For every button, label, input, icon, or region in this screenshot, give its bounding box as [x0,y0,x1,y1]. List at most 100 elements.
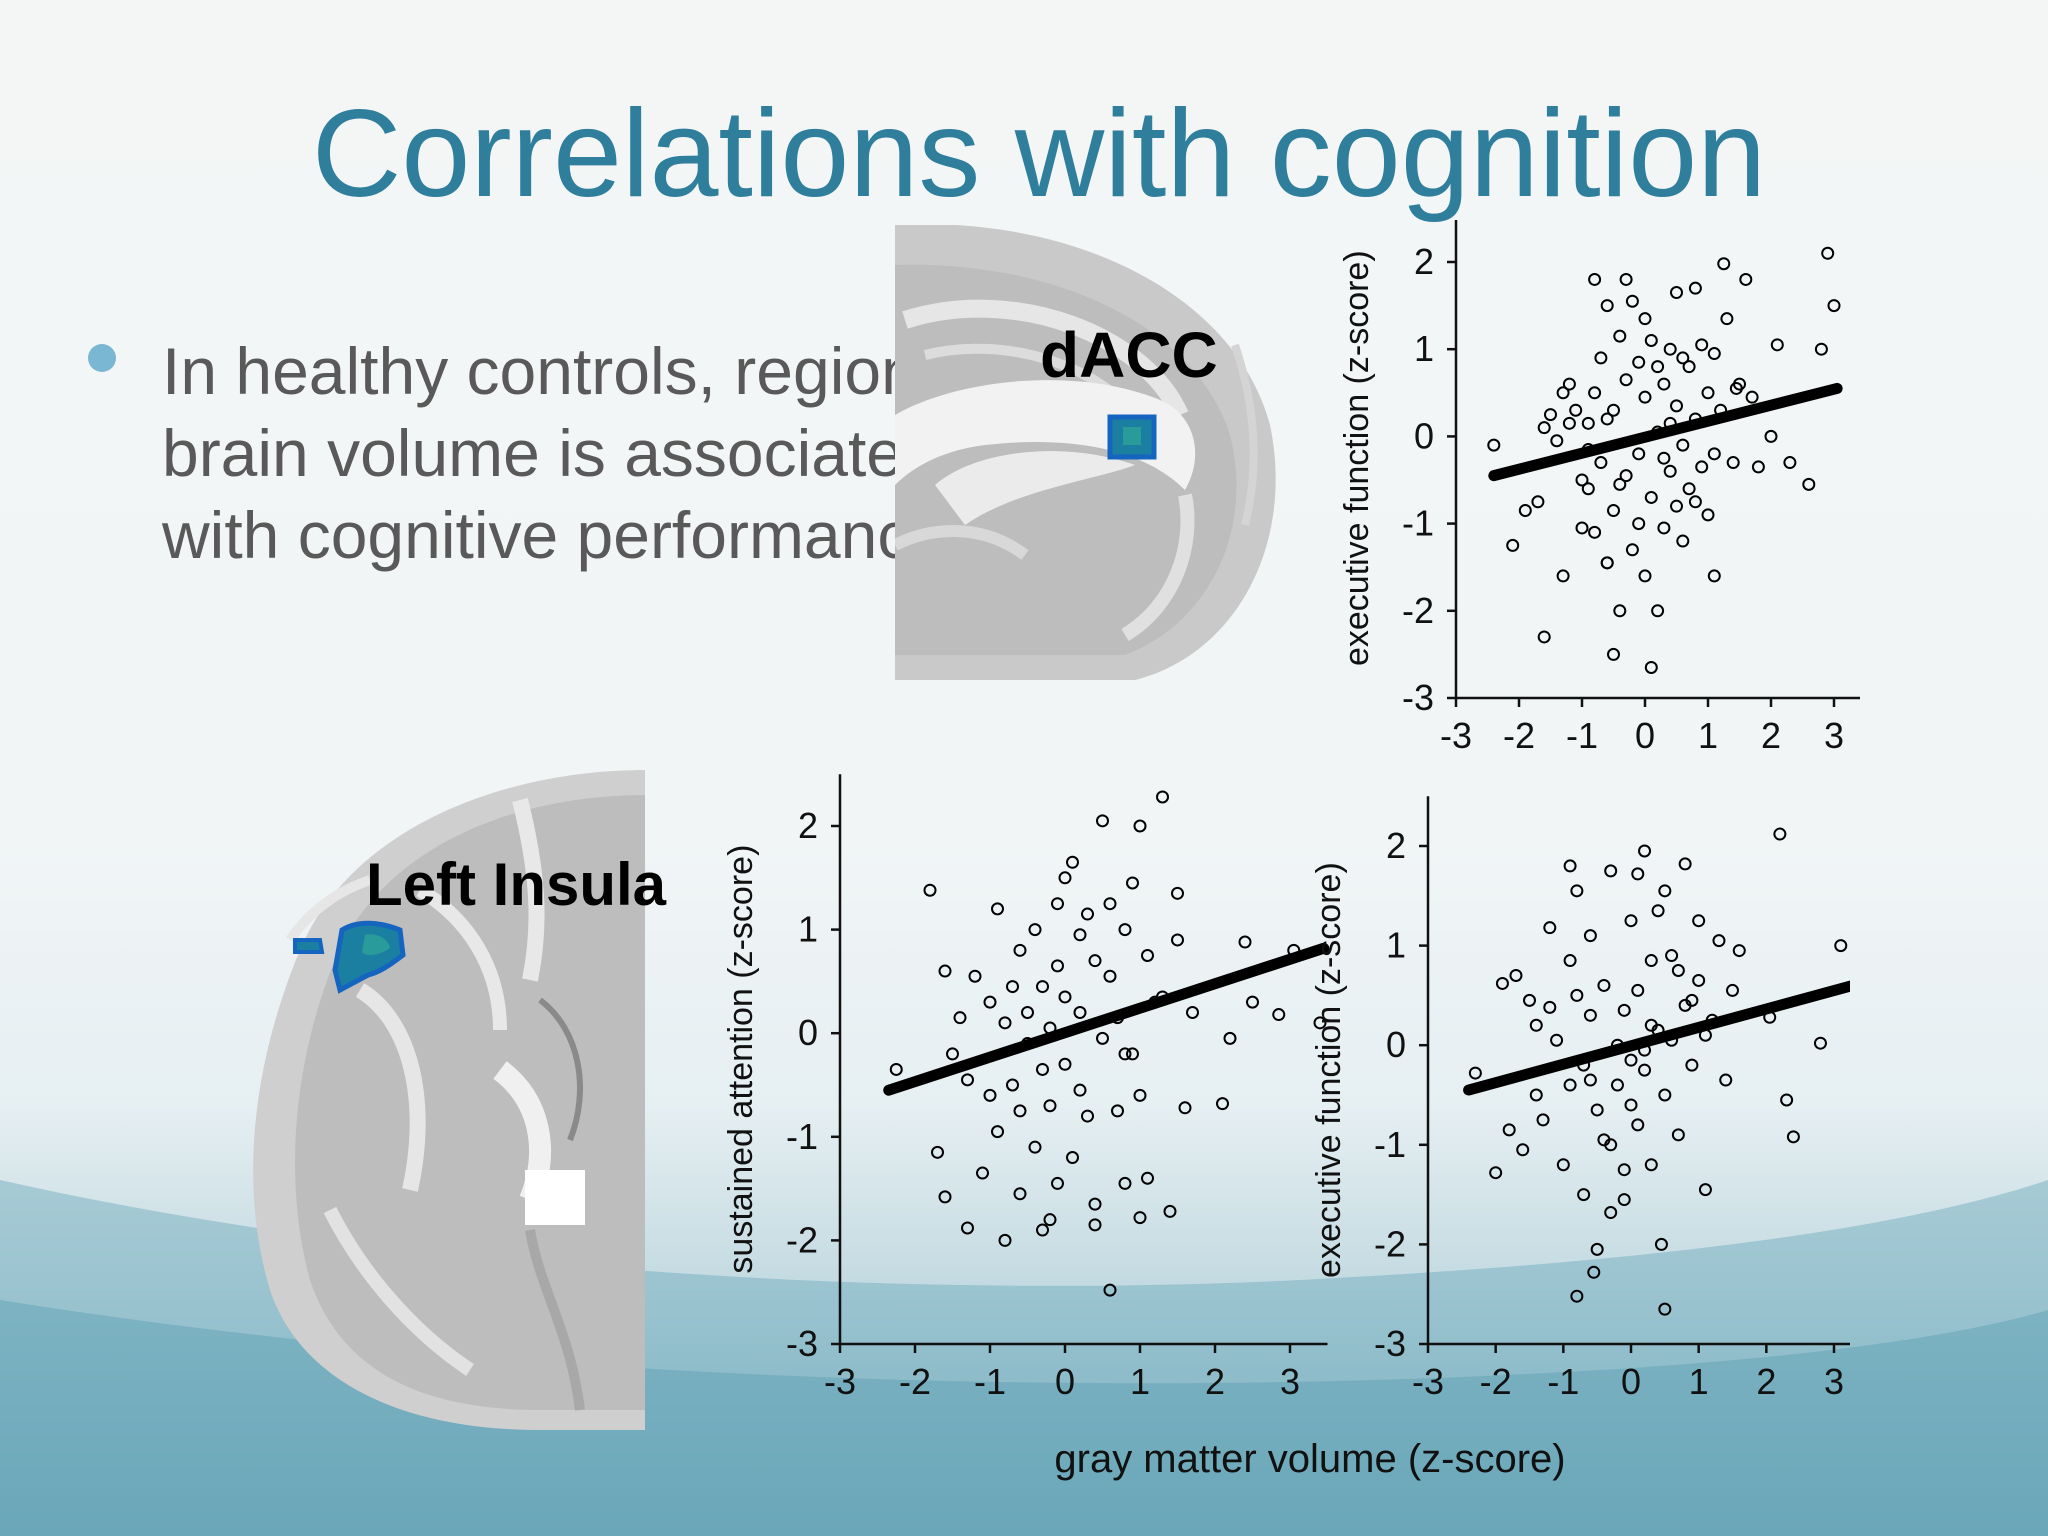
regression-line [1488,382,1843,482]
data-point [1495,976,1509,990]
data-point [1644,333,1658,347]
data-point [1081,1109,1094,1123]
data-point [1088,1218,1102,1232]
data-point [1506,538,1520,552]
data-point [1685,993,1699,1007]
x-tick-label: 3 [1280,1361,1300,1402]
data-point [1575,473,1589,487]
data-point [1028,1140,1042,1154]
data-point [1719,1073,1733,1087]
data-point [1764,429,1778,443]
data-point [1665,949,1679,963]
data-point [1529,1088,1543,1102]
data-point [1141,1171,1154,1185]
data-point [1720,312,1734,326]
x-tick-label: 2 [1756,1361,1776,1402]
data-point [1657,377,1671,391]
data-point [1489,1166,1503,1180]
data-point [1685,1058,1699,1072]
data-point [1570,884,1584,898]
data-point [1617,1003,1631,1017]
data-point [1588,386,1602,400]
slide-title: Correlations with cognition [311,85,1767,223]
y-tick-label: 2 [1414,241,1434,282]
x-tick-label: -2 [899,1361,931,1402]
data-point [1111,1104,1124,1118]
data-point [1682,482,1696,496]
data-point [1126,1047,1139,1061]
data-point [953,1011,967,1025]
data-point [1583,929,1597,943]
data-point [1126,876,1139,890]
x-tick-label: -3 [824,1361,856,1402]
data-point [1043,1213,1057,1227]
x-tick-label: -2 [1480,1361,1512,1402]
x-tick-label: 3 [1824,1361,1844,1402]
data-point [1638,569,1652,583]
x-tick-label: -1 [974,1361,1006,1402]
data-point [1607,647,1620,661]
x-tick-label: -1 [1547,1361,1579,1402]
data-point [998,1233,1012,1247]
data-point [1745,390,1759,404]
data-point [1638,844,1652,858]
data-point [1773,827,1787,841]
data-point [1556,1158,1570,1172]
data-point [1536,1113,1550,1127]
data-point [1600,299,1614,313]
data-point [1625,543,1639,557]
data-point [1678,857,1692,871]
data-point [1780,1093,1794,1107]
data-point [1651,604,1665,618]
data-point [1581,416,1595,430]
data-point [1670,399,1683,413]
data-point [1563,1078,1577,1092]
data-point [1013,1104,1027,1118]
data-point [1619,469,1633,483]
data-point [1739,272,1753,286]
data-point [1028,923,1042,937]
y-tick-label: 0 [1414,415,1434,456]
data-point [1543,1000,1557,1014]
y-tick-label: 1 [1414,328,1434,369]
data-point [1658,1088,1672,1102]
data-point [1717,257,1731,271]
data-point [1688,281,1702,295]
data-point [1594,456,1608,470]
data-point [1570,1289,1584,1303]
data-point [1537,630,1551,644]
data-point [1632,447,1646,461]
data-point [1695,338,1709,352]
data-point [1006,1078,1019,1092]
data-point [1783,456,1797,470]
data-point [1597,1133,1611,1147]
data-point [1617,1163,1631,1177]
region-label-left-insula: Left Insula [366,851,667,918]
data-point [1604,864,1618,878]
y-axis-label: sustained attention (z-score) [722,845,760,1274]
x-tick-label: 0 [1635,715,1655,756]
data-point [1544,408,1557,422]
data-point [1658,884,1672,898]
data-point [1688,495,1702,509]
x-tick-label: 1 [1689,1361,1709,1402]
data-point [1663,342,1677,356]
data-point [1631,983,1645,997]
data-point [1088,1197,1102,1211]
y-tick-label: -2 [1374,1223,1406,1264]
y-tick-label: -3 [1374,1323,1406,1364]
data-point [1043,1099,1057,1113]
data-point [1625,294,1639,308]
regression-line [1463,980,1850,1096]
data-point [1518,504,1532,518]
data-point [1575,521,1589,535]
data-point [1036,980,1049,994]
x-tick-label: -2 [1503,715,1535,756]
data-point [1676,351,1690,365]
data-point [1619,272,1633,286]
x-tick-label: 2 [1205,1361,1225,1402]
data-point [1081,907,1094,921]
data-point [1163,1204,1177,1218]
y-tick-label: -2 [1402,590,1434,631]
